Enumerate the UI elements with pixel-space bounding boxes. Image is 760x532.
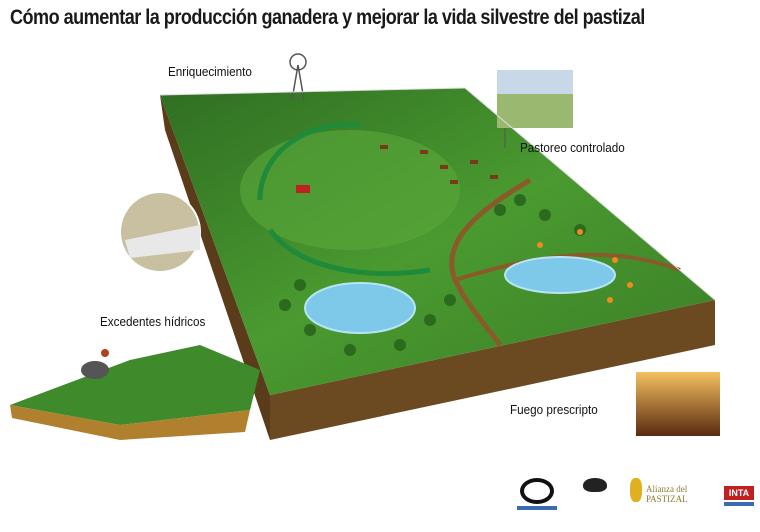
alianza-logo: Alianza del PASTIZAL [630,476,710,516]
fire-photo [636,372,720,436]
hillside [10,345,260,425]
soil-left-face [160,95,270,440]
eye-logo [517,478,557,510]
label-controlled-grazing: Pastoreo controlado [520,140,625,155]
rotation-arrow [257,121,431,277]
tractor-icon [296,185,310,193]
inta-logo: INTA [724,486,754,510]
page-title: Cómo aumentar la producción ganadera y m… [10,6,645,29]
label-enrichment: Enriquecimiento [168,64,252,79]
dirt-path [449,177,532,347]
label-water-surplus: Excedentes hídricos [100,314,206,329]
bird-logo [575,478,615,508]
pond-left [304,282,416,334]
label-prescribed-fire: Fuego prescripto [510,402,598,417]
soil-front-face [270,300,715,440]
pond-right [504,256,616,294]
bird-icon [81,349,109,379]
windmill-icon [289,53,307,101]
